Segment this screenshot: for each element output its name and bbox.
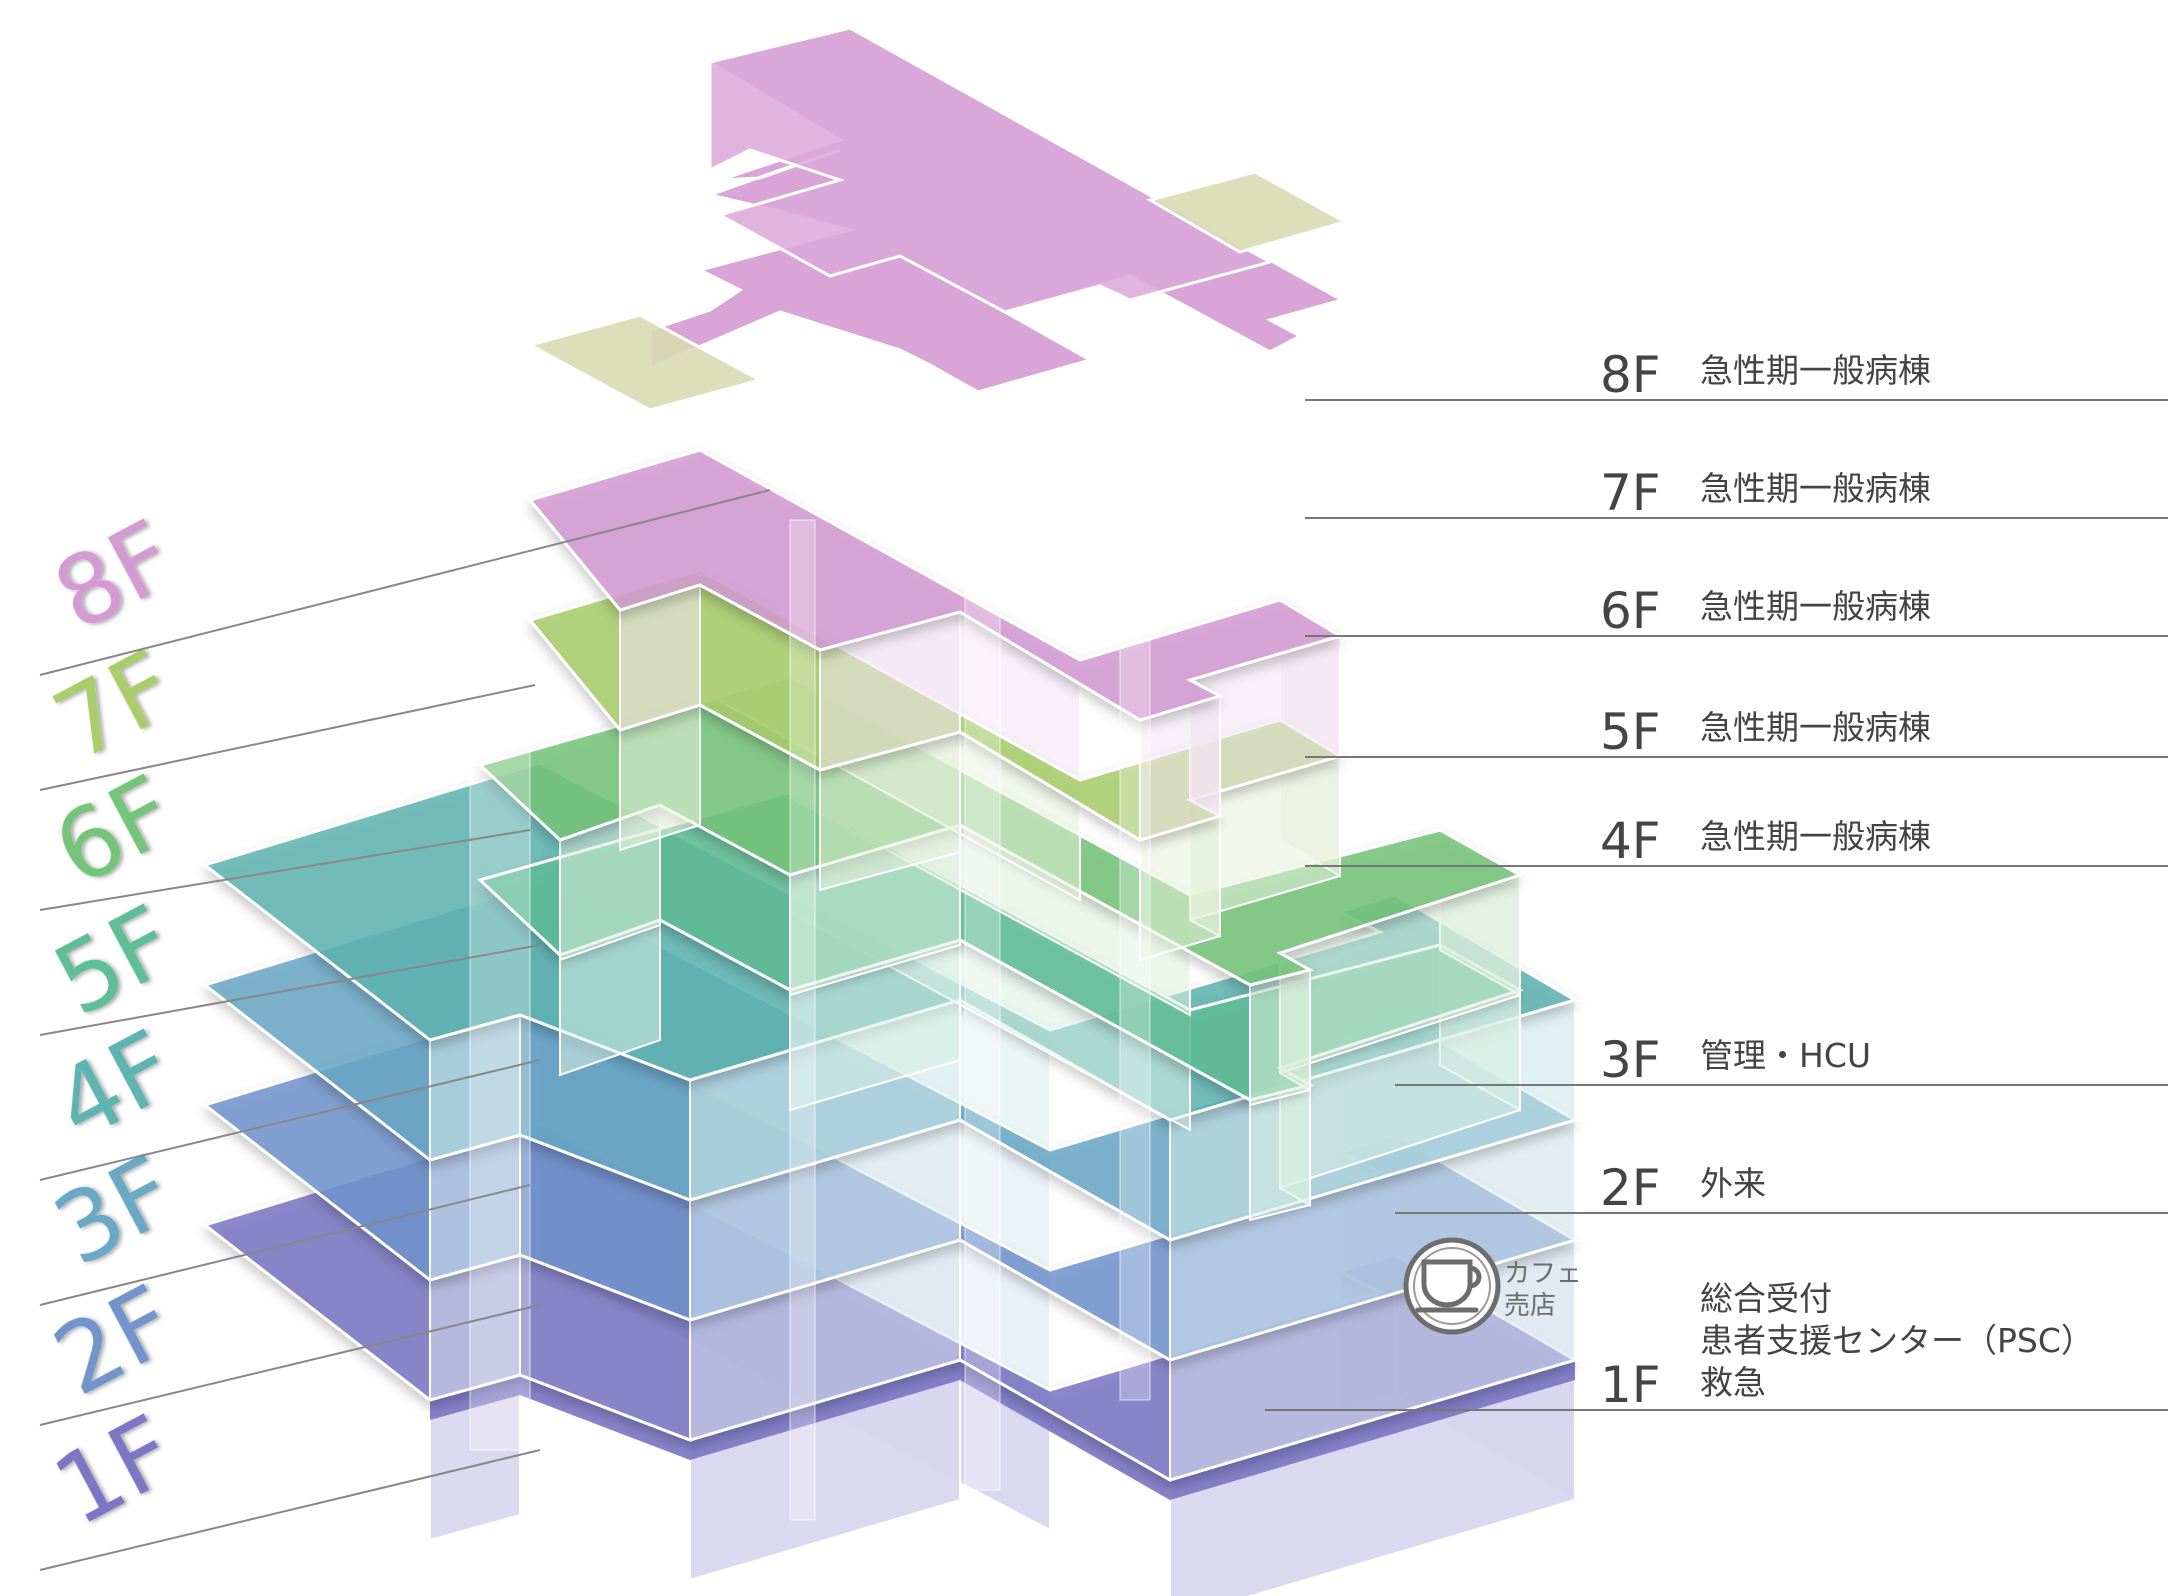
left-leader-3f	[39, 1184, 531, 1306]
left-label-6f: 6F	[37, 754, 192, 907]
left-leader-2f	[39, 1304, 541, 1426]
left-leader-4f	[39, 1059, 541, 1181]
core-column	[469, 719, 531, 1451]
directory-description: 急性期一般病棟	[1700, 817, 1931, 856]
directory-description: 総合受付	[1700, 1279, 1832, 1318]
core-column	[789, 519, 816, 1521]
building-stack	[201, 26, 1579, 1596]
directory-description: 外来	[1700, 1164, 1766, 1203]
directory-floor-number: 1F	[1600, 1356, 1661, 1414]
directory-description: 急性期一般病棟	[1700, 469, 1931, 508]
directory-row-2f: 2F 外来	[1395, 1159, 2168, 1217]
left-label-7f: 7F	[37, 629, 192, 782]
directory-row-7f: 7F 急性期一般病棟	[1305, 464, 2168, 522]
directory-floor-number: 3F	[1600, 1031, 1661, 1089]
core-column	[964, 469, 1001, 1491]
left-leader-7f	[39, 684, 536, 791]
directory-row-5f: 5F 急性期一般病棟	[1305, 703, 2168, 761]
directory-row-3f: 3F 管理・HCU	[1395, 1031, 2168, 1089]
directory-row-6f: 6F 急性期一般病棟	[1305, 582, 2168, 640]
base-wall	[430, 1360, 1575, 1500]
cafe-shop-marker: カフェ 売店	[1403, 1237, 1582, 1335]
roof-annex	[1146, 170, 1349, 254]
left-label-1f: 1F	[37, 1394, 192, 1547]
left-leader-5f	[39, 944, 541, 1036]
directory-description: 救急	[1700, 1363, 1766, 1402]
cafe-label: カフェ	[1504, 1259, 1582, 1289]
directory-floor-number: 6F	[1600, 582, 1661, 640]
directory-description: 患者支援センター（PSC）	[1700, 1321, 2094, 1360]
floor-slab-8f	[527, 448, 1344, 842]
slab-top	[527, 448, 1344, 722]
left-label-8f: 8F	[37, 499, 192, 652]
directory-floor-number: 2F	[1600, 1159, 1661, 1217]
shop-label: 売店	[1504, 1291, 1556, 1321]
left-leader-8f	[39, 489, 771, 676]
directory-floor-number: 4F	[1600, 812, 1661, 870]
roof-block	[525, 26, 1349, 412]
coffee-cup-icon	[1403, 1237, 1501, 1335]
left-label-3f: 3F	[37, 1134, 192, 1287]
directory-description: 急性期一般病棟	[1700, 587, 1931, 626]
directory-row-4f: 4F 急性期一般病棟	[1305, 812, 2168, 870]
directory-description: 急性期一般病棟	[1700, 708, 1931, 747]
wall-panel	[1249, 1083, 1311, 1222]
core-column	[1119, 439, 1151, 1401]
directory-description: 管理・HCU	[1700, 1036, 1871, 1075]
roof-annex-left	[525, 313, 765, 412]
floor-8f-top	[708, 26, 1274, 314]
directory-description: 急性期一般病棟	[1700, 351, 1931, 390]
leader-lines	[39, 489, 771, 1571]
building-cores	[469, 439, 1151, 1521]
directory-row-8f: 8F 急性期一般病棟	[1305, 346, 2168, 404]
left-leader-1f	[39, 1449, 541, 1571]
directory-floor-number: 8F	[1600, 346, 1661, 404]
directory-floor-number: 7F	[1600, 464, 1661, 522]
left-leader-6f	[39, 829, 531, 911]
wall-panel	[1249, 968, 1311, 1107]
directory-floor-number: 5F	[1600, 703, 1661, 761]
